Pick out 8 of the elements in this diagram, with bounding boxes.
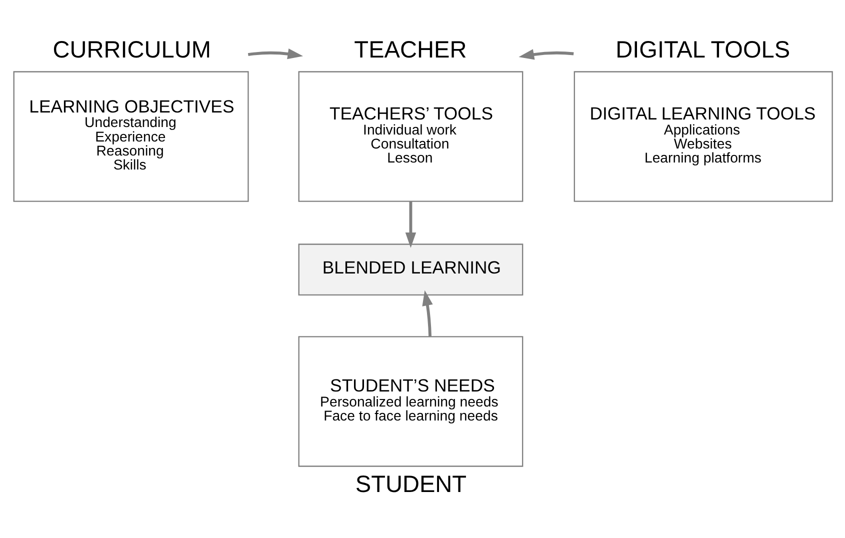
arrow [422, 290, 433, 336]
arrow [248, 48, 304, 60]
arrow [405, 202, 416, 248]
arrow [518, 49, 574, 60]
node-label: STUDENT [355, 471, 467, 498]
node-label: TEACHER [354, 36, 467, 63]
node-label: CURRICULUM [52, 36, 212, 63]
node-label: DIGITAL TOOLS [616, 36, 790, 63]
